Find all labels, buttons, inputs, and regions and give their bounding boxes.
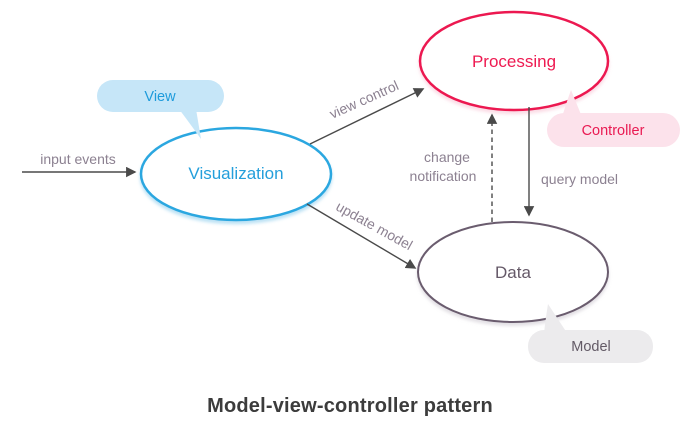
controller-bubble-tail	[562, 90, 582, 117]
view-bubble-tail	[179, 109, 201, 139]
view-bubble-label: View	[144, 89, 176, 105]
visualization-node	[139, 126, 333, 222]
model-bubble-label: Model	[571, 339, 611, 355]
diagram-title: Model-view-controller pattern	[207, 395, 493, 417]
controller-bubble-label: Controller	[582, 123, 645, 139]
view-control-label: view control	[327, 77, 401, 122]
controller-bubble-body	[547, 113, 680, 147]
update-model-arrow	[306, 203, 417, 269]
processing-node	[418, 10, 610, 112]
view-bubble: View	[97, 80, 224, 139]
input-events-label: input events	[40, 151, 116, 167]
update-model-label: update model	[333, 198, 415, 253]
query-model-label: query model	[541, 171, 618, 187]
change-notification-label-line1: change	[424, 149, 470, 165]
model-bubble: Model	[528, 304, 653, 363]
view-bubble-body	[97, 80, 224, 112]
view-control-arrow	[309, 88, 425, 145]
model-bubble-body	[528, 330, 653, 363]
data-node	[417, 221, 609, 323]
change-notification-label-line2: notification	[410, 168, 477, 184]
controller-bubble: Controller	[547, 90, 680, 147]
visualization-label: Visualization	[188, 164, 283, 183]
model-bubble-tail	[544, 304, 567, 333]
processing-label: Processing	[472, 52, 556, 71]
data-label: Data	[495, 263, 531, 282]
